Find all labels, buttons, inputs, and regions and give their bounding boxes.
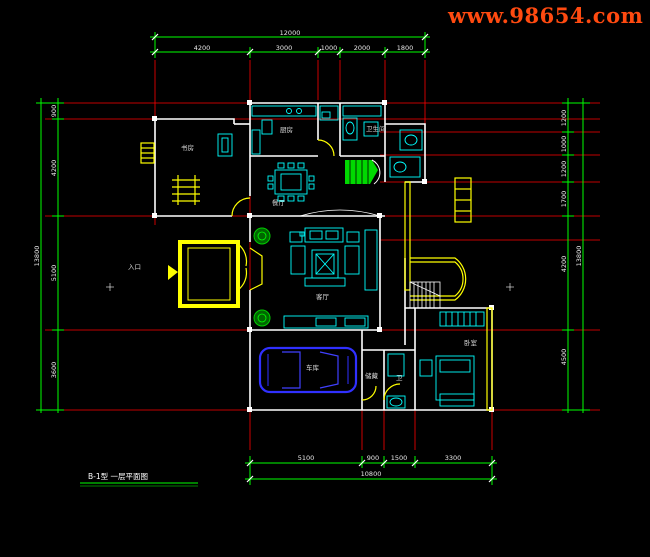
dim-top-total: 12000 [280,29,301,37]
dim-right-4: 1700 [560,191,568,208]
dim-top-2: 3000 [276,44,293,52]
dim-top-5: 1800 [397,44,414,52]
entrance-porch [168,240,263,308]
dim-bottom-total: 10800 [361,470,382,478]
dim-top-4: 2000 [354,44,371,52]
dimension-lines [36,32,590,485]
dim-left-1: 900 [50,105,58,117]
plants [253,227,271,327]
room-label-storage: 储藏 [365,371,379,380]
room-label-toilet: 卫 [396,374,403,382]
room-label-dining: 餐厅 [272,198,286,207]
dim-top-3: 1000 [321,44,338,52]
walls [154,102,493,411]
dim-left-3: 5100 [50,265,58,282]
dim-left-4: 3600 [50,362,58,379]
living-arch [299,209,381,217]
room-label-garage: 车库 [306,363,320,372]
dim-right-2: 1000 [560,136,568,153]
dim-left-2: 4200 [50,160,58,177]
dim-bottom-4: 3300 [445,454,462,462]
room-label-kitchen: 厨房 [280,125,293,134]
dim-right-3: 1200 [560,161,568,178]
dim-bottom-2: 900 [367,454,379,462]
room-label-entrance: 入口 [128,263,141,271]
dim-right-6: 4500 [560,349,568,366]
wall-posts [152,100,494,412]
green-stair [345,159,381,185]
room-labels: 书房 厨房 卫生间 餐厅 客厅 入口 车库 储藏 卫 卧室 [128,124,478,382]
car [258,346,358,394]
dimension-labels: 12000 4200 3000 1000 2000 1800 13800 900… [33,29,583,478]
room-label-bedroom: 卧室 [464,338,478,347]
room-label-bathroom: 卫生间 [366,124,386,133]
dim-left-total: 13800 [33,246,41,267]
dim-top-1: 4200 [194,44,211,52]
drawing-title-block: B-1型 一层平面图 [80,472,198,487]
dim-right-5: 4200 [560,256,568,273]
furniture [217,105,485,409]
dim-right-1: 1200 [560,110,568,127]
watermark: www.98654.com [448,3,644,28]
axis-markers [106,283,514,291]
room-label-living: 客厅 [316,292,330,301]
yellow-elements [140,139,493,411]
dim-bottom-3: 1500 [391,454,408,462]
room-label-study: 书房 [181,143,194,152]
dimension-ticks [151,33,496,483]
dim-right-total: 13800 [575,246,583,267]
drawing-title: B-1型 一层平面图 [88,472,148,481]
stairs [409,281,441,309]
dim-bottom-1: 5100 [298,454,315,462]
